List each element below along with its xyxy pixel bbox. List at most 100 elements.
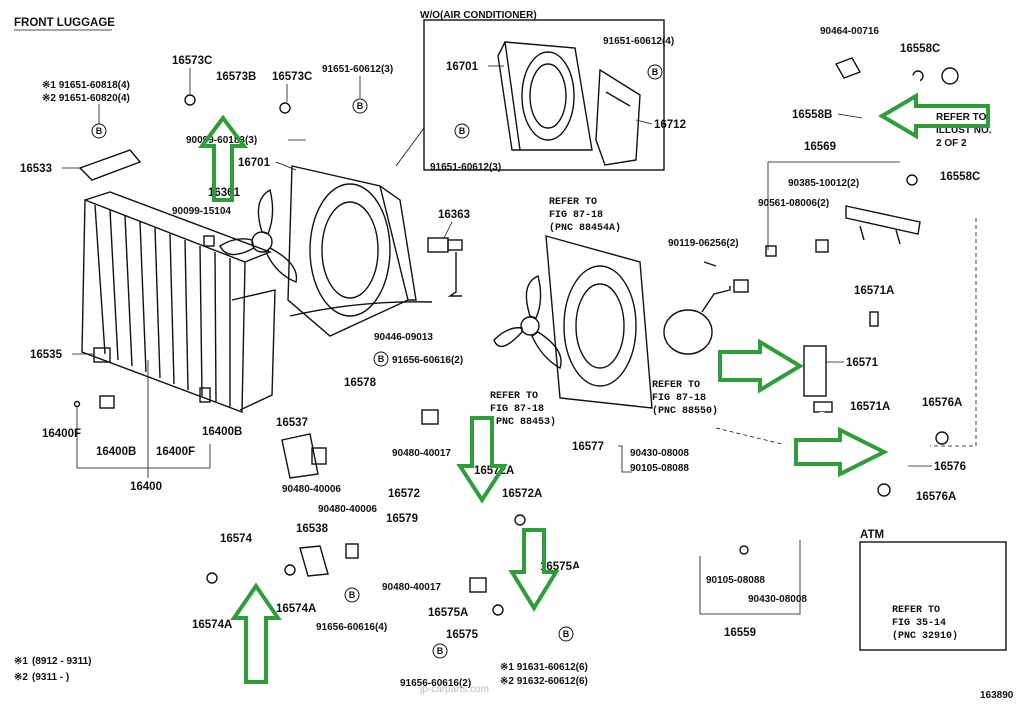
- label-16574a-right: 16574A: [276, 603, 316, 615]
- bolt-symbol-letter: B: [563, 629, 570, 639]
- bolt-symbol: [454, 123, 470, 139]
- label-90561-08006: 90561-08006(2): [758, 198, 829, 209]
- wire-90446-09013: [289, 301, 433, 317]
- label-16571: 16571: [846, 357, 879, 369]
- label-90430-08008-b: 90430-08008: [748, 594, 807, 605]
- radiator-16400: [81, 191, 276, 414]
- footnote-2-mark: ※2: [14, 672, 28, 683]
- label-16575: 16575: [446, 629, 479, 641]
- label-91656-60616-2: 91656-60616(2): [392, 355, 463, 366]
- bracket-16538: [299, 545, 329, 577]
- fan-switch-16363: [427, 237, 463, 297]
- hose-clamp: [935, 431, 949, 445]
- label-16558c-top: 16558C: [900, 43, 940, 55]
- footnote-1-mark: ※1: [14, 656, 28, 667]
- label-16712: 16712: [654, 119, 686, 131]
- refer-note-3514-line3: (PNC 32910): [892, 630, 958, 642]
- label-16573b: 16573B: [216, 71, 256, 83]
- refer-note-88453-line1: REFER TO: [490, 391, 538, 402]
- bolt-symbol-letter: B: [357, 101, 364, 111]
- label-16400: 16400: [130, 481, 162, 493]
- bracket-16533: [78, 149, 142, 181]
- hose-clamp: [492, 604, 504, 616]
- label-16576: 16576: [934, 461, 966, 473]
- hose-clamp: [514, 514, 526, 526]
- inset-no-ac-title: W/O(AIR CONDITIONER): [420, 10, 537, 21]
- label-16558b: 16558B: [792, 109, 832, 121]
- label-16572: 16572: [388, 488, 420, 500]
- refer-note-88550-line1: REFER TO: [652, 380, 700, 391]
- label-90480-40006-a: 90480-40006: [282, 484, 341, 495]
- inset-atm-title: ATM: [860, 529, 884, 541]
- clamp-90464-00716: [834, 57, 862, 79]
- label-16400f-left: 16400F: [42, 428, 81, 440]
- label-91631-60612: ※1 91631-60612(6): [500, 662, 588, 673]
- refer-note-88454a-line3: (PNC 88454A): [549, 222, 621, 234]
- bolt-symbol-letter: B: [96, 126, 103, 136]
- label-16574: 16574: [220, 533, 253, 545]
- label-91656-60616-4: 91656-60616(4): [316, 622, 387, 633]
- label-16572a: 16572A: [502, 488, 542, 500]
- refer-note-88453-line3: (PNC 88453): [490, 416, 556, 428]
- label-90446-09013: 90446-09013: [374, 332, 433, 343]
- label-16576a-top: 16576A: [922, 397, 962, 409]
- refer-note-88453-line2: FIG 87-18: [490, 404, 544, 415]
- hose-16571: [803, 345, 827, 397]
- refer-note-3514-line2: FIG 35-14: [892, 618, 946, 629]
- bolt-symbol-letter: B: [459, 126, 466, 136]
- label-16576a-bottom: 16576A: [916, 491, 956, 503]
- refer-note-illust-line3: 2 OF 2: [936, 138, 967, 149]
- highlight-arrow-down-16575: [508, 528, 560, 612]
- highlight-arrow-right-16571: [718, 338, 804, 394]
- label-16559: 16559: [724, 627, 756, 639]
- fan-shroud-bracket-16712: [595, 68, 641, 166]
- inset-box-no-ac: [423, 19, 665, 171]
- refer-note-illust-line2: ILLUST NO.: [936, 125, 992, 136]
- fan-shroud-16701: [287, 165, 417, 337]
- label-90099-15104: 90099-15104: [172, 206, 231, 217]
- refer-note-88454a-line2: FIG 87-18: [549, 210, 603, 221]
- highlight-arrow-right-16576: [794, 426, 889, 478]
- water-pipe-16577: [519, 459, 841, 533]
- watermark: jp-carparts.com: [419, 684, 489, 695]
- label-90099-60183: 90099-60183(3): [186, 135, 257, 146]
- label-16701-inset: 16701: [446, 61, 479, 73]
- label-90480-40006-b: 90480-40006: [318, 504, 377, 515]
- label-16537: 16537: [276, 417, 308, 429]
- part-16535: [93, 347, 111, 363]
- label-90480-40017-a: 90480-40017: [392, 448, 451, 459]
- refer-note-88550-line3: (PNC 88550): [652, 405, 718, 417]
- hose-clamp: [284, 564, 296, 576]
- bolt-symbol: [373, 351, 389, 367]
- label-90385-10012: 90385-10012(2): [788, 178, 859, 189]
- highlight-arrow-up-16574: [230, 582, 282, 684]
- label-91651-60818: ※1 91651-60818(4): [42, 80, 130, 91]
- label-16579: 16579: [386, 513, 418, 525]
- label-16558c-bottom: 16558C: [940, 171, 980, 183]
- bolt-symbol-letter: B: [378, 354, 385, 364]
- label-16533: 16533: [20, 163, 52, 175]
- label-91656-60616-2b: 91656-60616(2): [400, 678, 471, 689]
- label-91651-60612-top: 91651-60612(3): [322, 64, 393, 75]
- bolt-symbol: [352, 98, 368, 114]
- bolt-symbol: [432, 643, 448, 659]
- inset-no-ac-leader: [395, 127, 425, 167]
- section-title: FRONT LUGGAGE: [14, 17, 115, 29]
- label-16573c-left: 16573C: [172, 55, 212, 67]
- grommet-90480-40017: [421, 409, 439, 425]
- grommet-90480-40006: [311, 447, 327, 465]
- part-16400b-left: [99, 395, 115, 409]
- bolt-symbol-letter: B: [652, 67, 659, 77]
- label-16574a-left: 16574A: [192, 619, 232, 631]
- fan-center: [493, 275, 562, 370]
- highlight-arrows: [198, 92, 990, 684]
- label-16571a-top: 16571A: [854, 285, 894, 297]
- label-16571a-bottom: 16571A: [850, 401, 890, 413]
- water-pipe-16559: [559, 507, 881, 577]
- label-90430-08008-a: 90430-08008: [630, 448, 689, 459]
- footnote-1-text: (8912 - 9311): [32, 656, 92, 667]
- hose-clamp: [206, 572, 218, 584]
- hose-clamp: [279, 102, 291, 114]
- label-16701: 16701: [238, 157, 271, 169]
